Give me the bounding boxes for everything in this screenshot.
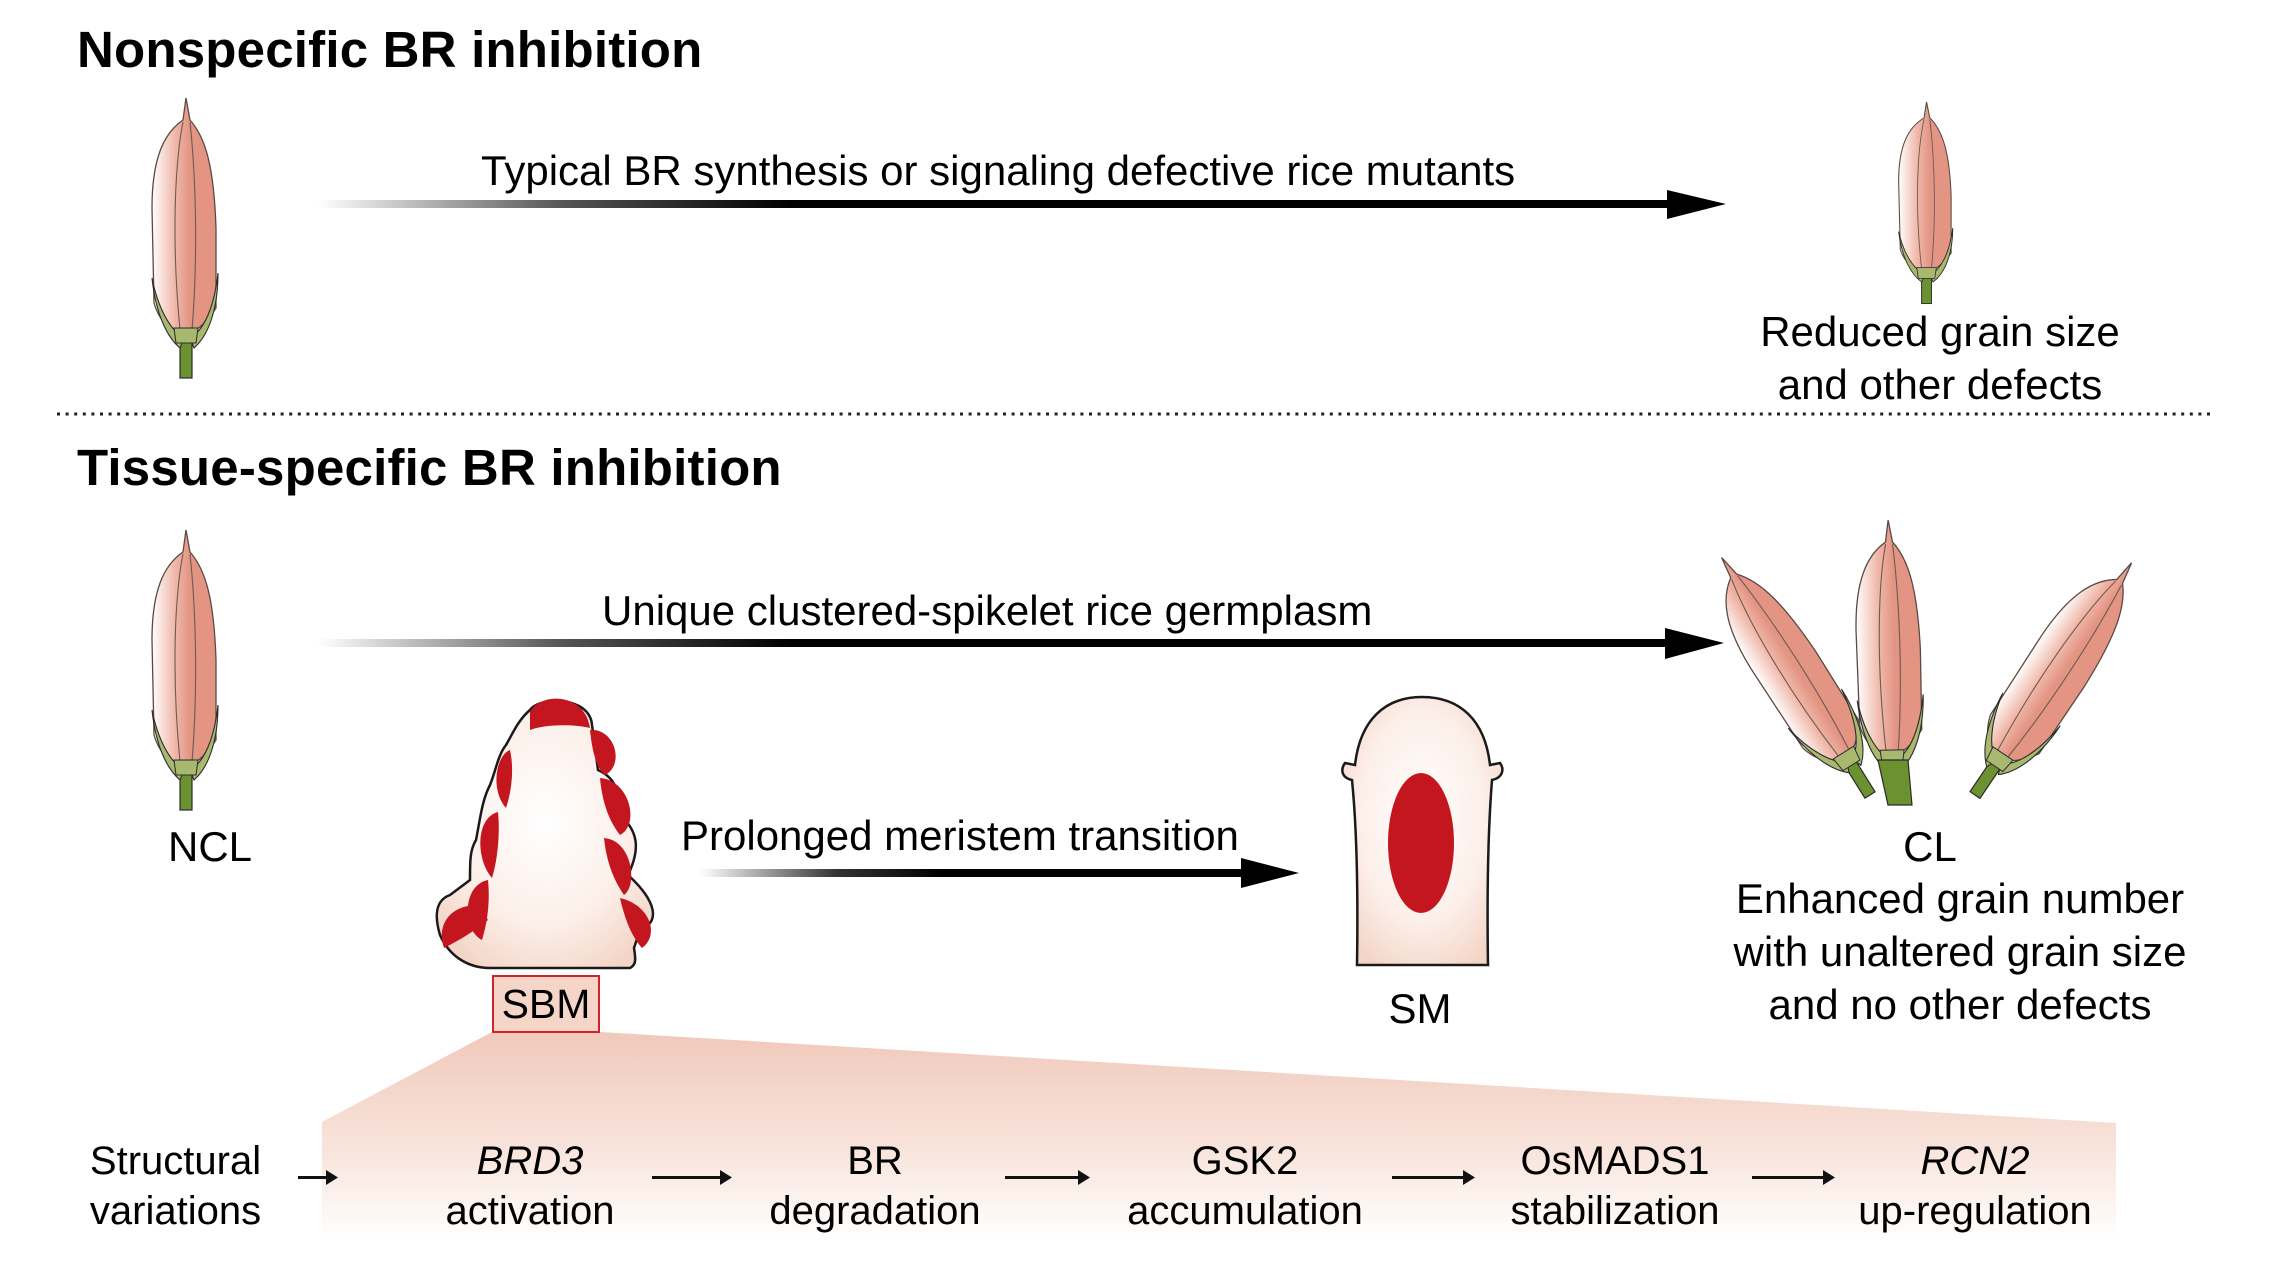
pathway-step-line1: BRD3 [476,1139,584,1183]
arrow-tissue-specific [318,628,1724,659]
outcome-nonspecific: Reduced grain size and other defects [1700,305,2180,411]
label-ncl: NCL [167,823,253,870]
pathway-arrow-3 [1005,1170,1090,1185]
label-meristem-transition: Prolonged meristem transition [681,812,1239,859]
pathway-step-osmads1: OsMADS1 stabilization [1480,1136,1750,1236]
pathway-step-line2: degradation [769,1189,981,1233]
pathway-step-gsk2: GSK2 accumulation [1100,1136,1390,1236]
outcome-line: Reduced grain size [1760,308,2120,355]
outcome-tissue-specific: Enhanced grain number with unaltered gra… [1660,872,2260,1031]
pathway-arrows [298,1170,1835,1185]
outcome-line: Enhanced grain number [1735,875,2185,922]
pathway-step-line2: up-regulation [1858,1189,2092,1233]
section-title-tissue-specific: Tissue-specific BR inhibition [77,439,782,496]
spikelet-icon-normal-top [151,97,219,379]
spikelet-cluster-icon-cl [1692,518,2159,814]
pathway-step-line2: accumulation [1127,1189,1363,1233]
zoom-callout-region [322,1032,2116,1240]
pathway-step-line1: Structural [89,1139,262,1183]
label-cl: CL [1903,823,1957,870]
outcome-line: and other defects [1777,361,2103,408]
pathway-arrow-5 [1752,1170,1835,1185]
spikelet-icon-reduced [1898,101,1954,305]
arrow-label-nonspecific: Typical BR synthesis or signaling defect… [481,147,1516,194]
pathway-step-rcn2: RCN2 up-regulation [1840,1136,2110,1236]
pathway-step-line1: OsMADS1 [1520,1139,1710,1183]
meristem-icon-sbm [435,698,655,970]
outcome-line: with unaltered grain size [1733,928,2187,975]
arrow-label-tissue-specific: Unique clustered-spikelet rice germplasm [602,587,1373,634]
pathway-arrow-1 [298,1170,338,1185]
pathway-step-line2: variations [89,1189,262,1233]
pathway-step-line2: stabilization [1510,1189,1720,1233]
pathway-arrow-4 [1392,1170,1475,1185]
pathway-step-brd3: BRD3 activation [410,1136,650,1236]
arrow-nonspecific [318,190,1726,219]
pathway-step-line1: GSK2 [1191,1139,1299,1183]
meristem-icon-sm [1341,695,1504,967]
pathway-step-line1: RCN2 [1920,1139,2030,1183]
outcome-line: and no other defects [1768,981,2152,1028]
spikelet-icon-ncl [151,529,219,811]
pathway-arrow-2 [652,1170,732,1185]
pathway-step-structural-variations: Structural variations [58,1136,293,1236]
pathway-step-br: BR degradation [745,1136,1005,1236]
section-title-nonspecific: Nonspecific BR inhibition [77,21,703,78]
label-sbm: SBM [492,975,600,1033]
label-sm: SM [1388,985,1452,1032]
pathway-step-line1: BR [847,1139,903,1183]
pathway-step-line2: activation [445,1189,615,1233]
arrow-meristem-transition [700,858,1299,888]
